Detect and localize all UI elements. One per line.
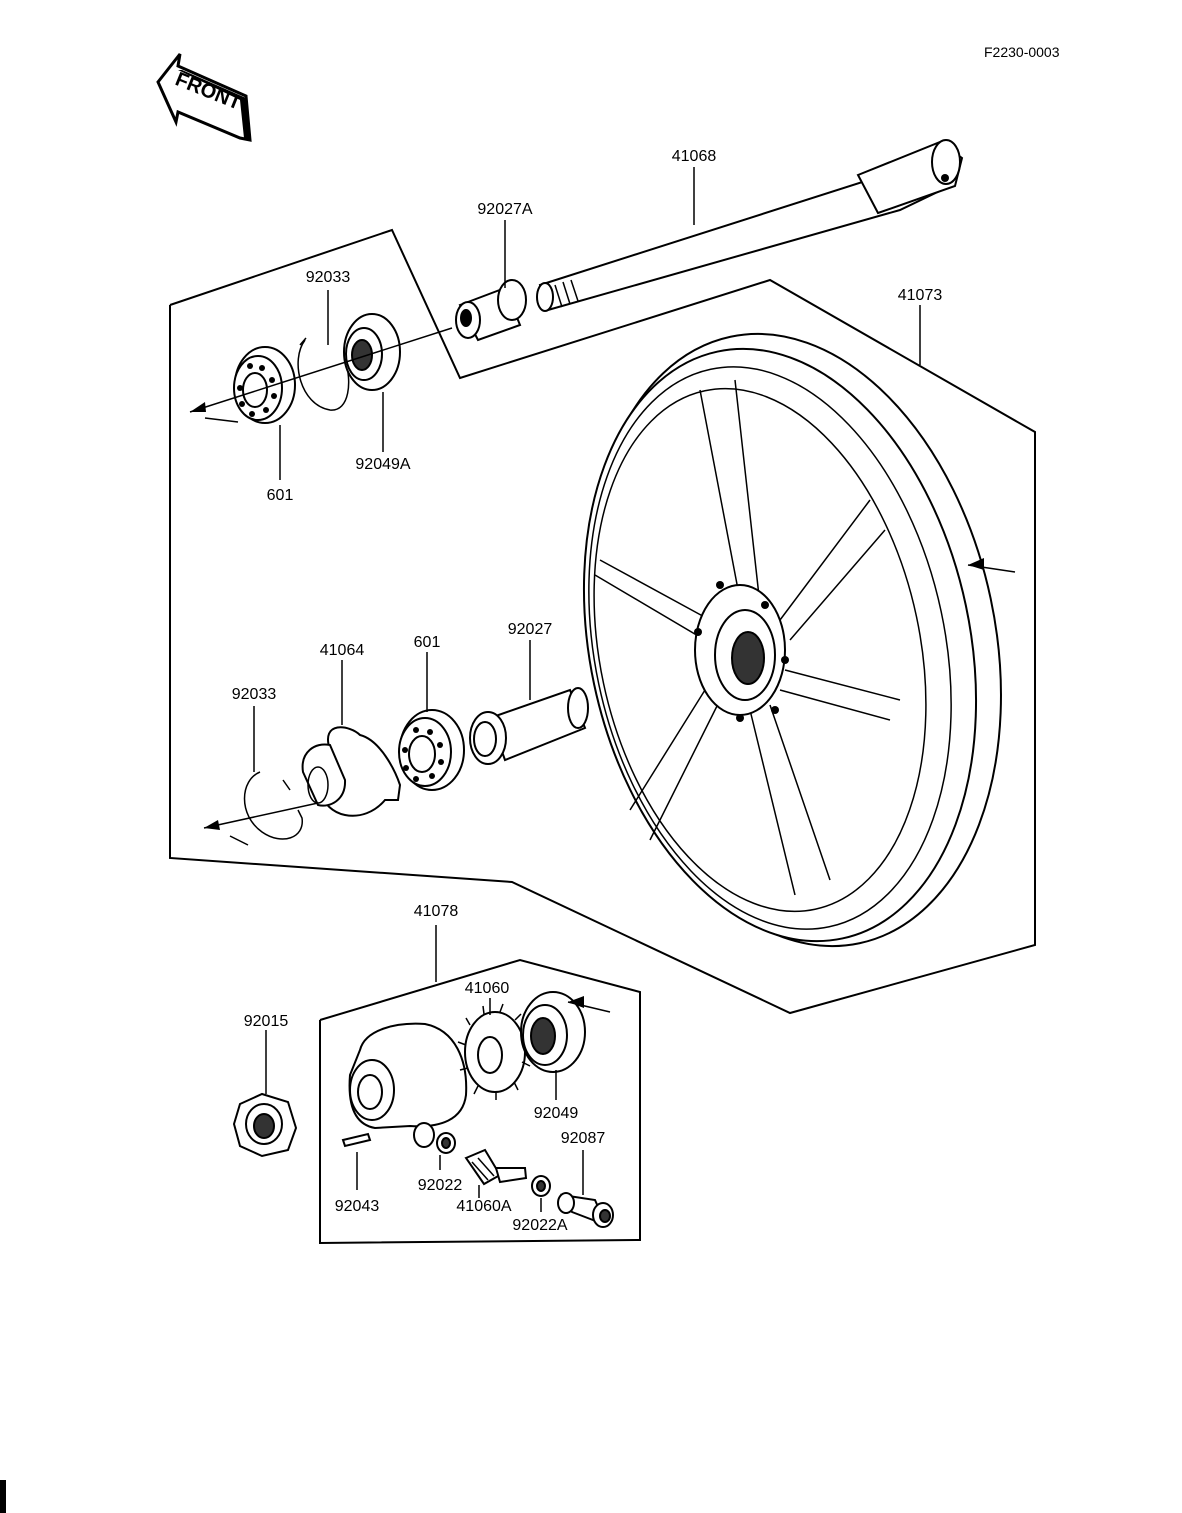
label-collar: 92027 (508, 621, 553, 638)
gear (457, 1003, 531, 1100)
label-bearing-top: 601 (267, 487, 294, 504)
label-circlip-top: 92033 (306, 269, 351, 286)
pinion (464, 1148, 528, 1186)
axle (536, 139, 964, 312)
pin (341, 1132, 372, 1148)
bushing (557, 1192, 614, 1228)
gear-housing (348, 1022, 468, 1148)
collar-a (455, 279, 527, 342)
hub-plate (301, 726, 402, 817)
label-circlip-mid: 92033 (232, 686, 277, 703)
circlip-mid (243, 771, 303, 840)
front-arrow-icon: FRONT (156, 53, 252, 142)
figure-code: F2230-0003 (984, 44, 1060, 60)
washer (436, 1132, 456, 1154)
edge-mark (0, 1480, 6, 1513)
label-bushing: 92087 (561, 1130, 606, 1147)
label-bearing-mid: 601 (414, 634, 441, 651)
assembly-outline (169, 228, 1036, 1015)
seal (520, 991, 586, 1073)
label-gear: 41060 (465, 980, 510, 997)
collar (469, 687, 589, 765)
washer-a (531, 1175, 551, 1197)
label-washer-a: 92022A (512, 1217, 567, 1234)
wheel (582, 332, 1002, 948)
label-axle: 41068 (672, 148, 717, 165)
seal-a (343, 313, 401, 391)
label-pin: 92043 (335, 1198, 380, 1215)
bearing-mid (398, 709, 465, 791)
label-seal: 92049 (534, 1105, 579, 1122)
label-wheel: 41073 (898, 287, 943, 304)
label-pinion: 41060A (456, 1198, 511, 1215)
gear-box-outline (319, 958, 641, 1245)
label-washer: 92022 (418, 1177, 463, 1194)
label-gear-housing: 41078 (414, 903, 459, 920)
label-hub-plate: 41064 (320, 642, 365, 659)
label-seal-a: 92049A (355, 456, 410, 473)
bearing-top (233, 346, 296, 424)
label-collar-a: 92027A (477, 201, 532, 218)
nut (232, 1092, 298, 1158)
circlip-top (297, 337, 350, 411)
label-nut: 92015 (244, 1013, 289, 1030)
